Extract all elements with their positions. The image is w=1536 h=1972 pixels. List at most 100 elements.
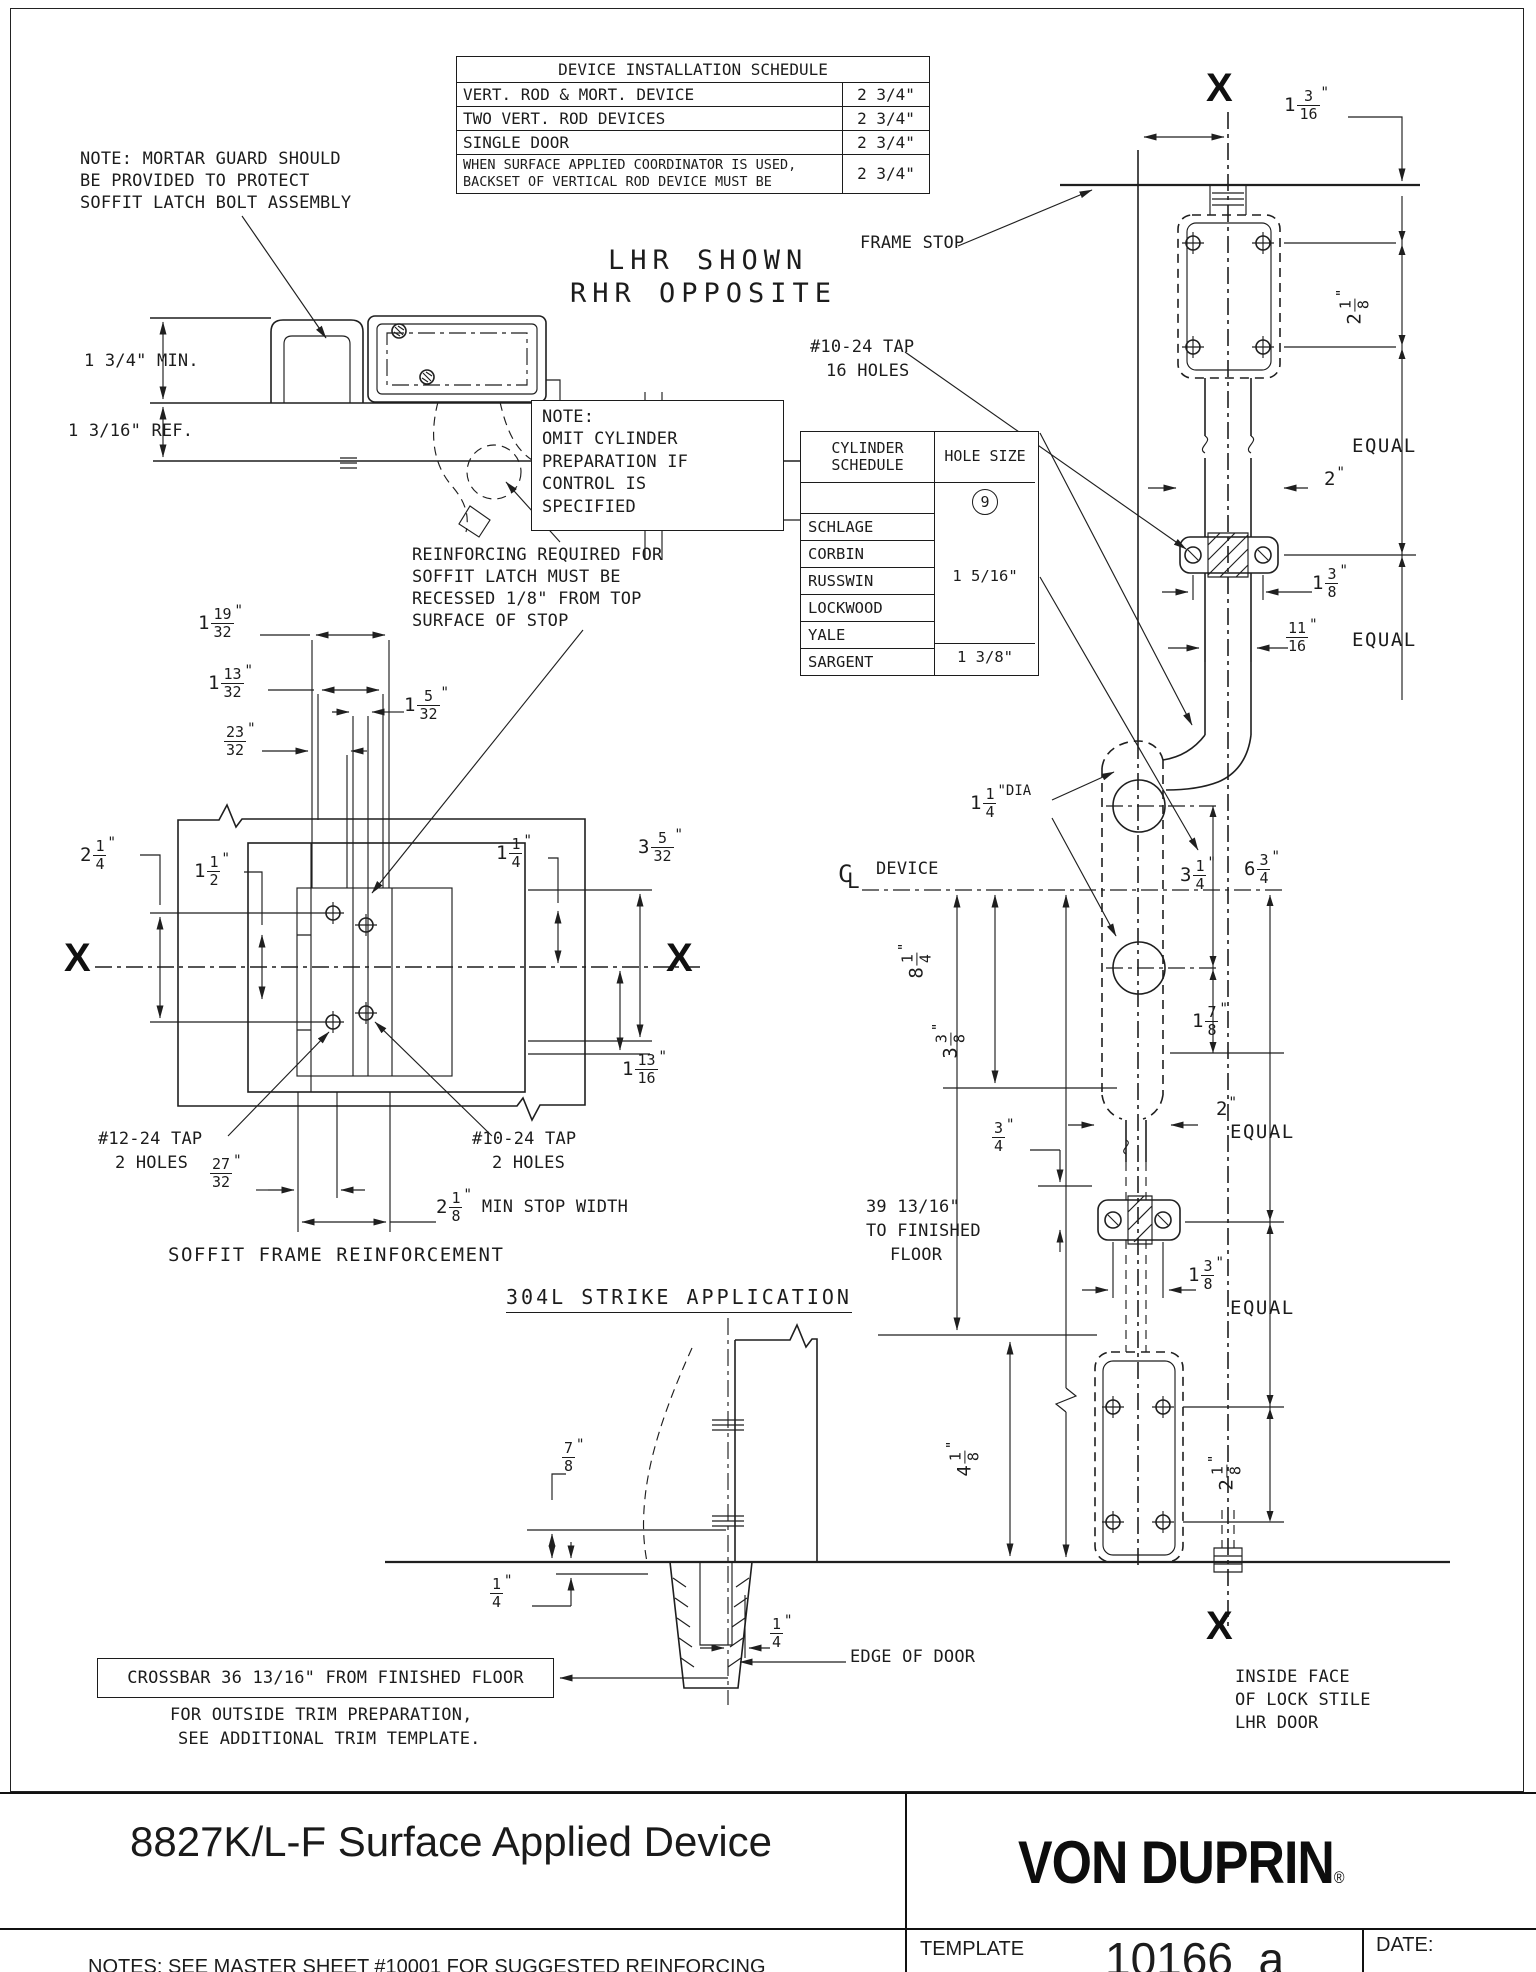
floor-ref-line: FLOOR [890, 1245, 943, 1265]
frame-stop-label: FRAME STOP [860, 233, 965, 253]
inside-face-note-line: LHR DOOR [1235, 1713, 1319, 1733]
schedule-row-label: VERT. ROD & MORT. DEVICE [457, 83, 843, 106]
note-line: CONTROL IS [542, 474, 647, 495]
hole-size-sargent: 1 3/8" [957, 648, 1013, 666]
table-row: LOCKWOOD [801, 595, 934, 622]
title-block [0, 1792, 1536, 1972]
note-line: PREPARATION IF [542, 451, 689, 472]
dim-2in-bottom: 2" [1216, 1095, 1237, 1120]
hole-size-main: 1 5/16" [952, 567, 1018, 585]
reinforcing-note-line: SOFFIT LATCH MUST BE [412, 567, 621, 587]
title-block-divider [1362, 1928, 1364, 1972]
outside-trim-note-line: SEE ADDITIONAL TRIM TEMPLATE. [178, 1729, 481, 1749]
tap12-label-line: #12-24 TAP [98, 1129, 203, 1149]
template-label: TEMPLATE [920, 1938, 1025, 1960]
note-line: NOTE: [542, 407, 595, 427]
install-schedule-title: DEVICE INSTALLATION SCHEDULE [457, 57, 929, 83]
title-block-row [0, 1794, 1536, 1930]
reinforcing-note-line: REINFORCING REQUIRED FOR [412, 545, 663, 565]
device-elevation [862, 112, 1420, 1628]
note-line: OMIT CYLINDER [542, 429, 678, 450]
crossbar-note-box: CROSSBAR 36 13/16" FROM FINISHED FLOOR [97, 1658, 554, 1698]
mortar-note-line: BE PROVIDED TO PROTECT [80, 171, 310, 191]
hole-size-col-header: HOLE SIZE [935, 432, 1035, 483]
template-number: 10166_a [1105, 1933, 1285, 1972]
schedule-row-value: 2 3/4" [857, 164, 915, 184]
dim-1-3-4-min: 1 3/4" MIN. [84, 351, 199, 371]
tap10-label-line: 2 HOLES [492, 1153, 566, 1173]
reinforcing-note-line: RECESSED 1/8" FROM TOP [412, 589, 642, 609]
schedule-row-label: WHEN SURFACE APPLIED COORDINATOR IS USED… [457, 155, 843, 193]
strike-section [385, 1318, 1450, 1705]
equal-label: EQUAL [1352, 629, 1417, 651]
equal-label: EQUAL [1230, 1297, 1295, 1319]
hand-note-line: LHR SHOWN [608, 245, 809, 276]
schedule-row-label: TWO VERT. ROD DEVICES [457, 107, 843, 130]
soffit-view-title: SOFFIT FRAME REINFORCEMENT [168, 1244, 505, 1266]
min-stop-width-label: MIN STOP WIDTH [481, 1197, 629, 1218]
table-row: VERT. ROD & MORT. DEVICE 2 3/4" [457, 83, 929, 107]
omit-cylinder-note-box: NOTE: OMIT CYLINDER PREPARATION IF CONTR… [531, 400, 784, 531]
sheet-border [10, 8, 1524, 1792]
crossbar-note: CROSSBAR 36 13/16" FROM FINISHED FLOOR [127, 1667, 524, 1688]
hole-balloon: 9 [972, 489, 998, 515]
hand-note-line: RHR OPPOSITE [570, 278, 838, 309]
reinforcing-note-line: SURFACE OF STOP [412, 611, 569, 631]
von-duprin-logo: VON DUPRIN® [1018, 1828, 1344, 1897]
x-mark-plan-left: X [64, 936, 91, 980]
table-row: WHEN SURFACE APPLIED COORDINATOR IS USED… [457, 155, 929, 193]
table-row: CORBIN [801, 541, 934, 568]
table-row: SARGENT [808, 653, 874, 671]
table-row: SCHLAGE [801, 514, 934, 541]
master-sheet-note: NOTES: SEE MASTER SHEET #10001 FOR SUGGE… [88, 1956, 766, 1972]
centerline-c: C [838, 860, 853, 888]
install-schedule-table: DEVICE INSTALLATION SCHEDULE VERT. ROD &… [456, 56, 930, 194]
x-mark-plan-right: X [666, 936, 693, 980]
mortar-note-line: SOFFIT LATCH BOLT ASSEMBLY [80, 193, 352, 213]
strike-view-title: 304L STRIKE APPLICATION [506, 1284, 852, 1314]
schedule-row-value: 2 3/4" [857, 133, 915, 152]
tap16-label-line: #10-24 TAP [810, 337, 915, 357]
floor-ref-line: 39 13/16" [866, 1197, 960, 1217]
date-label: DATE: [1376, 1934, 1434, 1956]
edge-of-door-label: EDGE OF DOOR [850, 1647, 976, 1667]
dim-2in-top: 2" [1324, 465, 1345, 490]
brand-text: VON DUPRIN [1018, 1829, 1335, 1897]
outside-trim-note-line: FOR OUTSIDE TRIM PREPARATION, [170, 1705, 473, 1725]
cylinder-schedule-table: CYLINDER SCHEDULE SCHLAGE CORBIN RUSSWIN… [800, 431, 1039, 676]
table-row: TWO VERT. ROD DEVICES 2 3/4" [457, 107, 929, 131]
centerline-symbol: C L [838, 860, 872, 904]
registered-mark: ® [1333, 1868, 1345, 1888]
centerline-l: L [847, 869, 860, 893]
inside-face-note-line: OF LOCK STILE [1235, 1690, 1371, 1710]
dim-1-3-16-ref: 1 3/16" REF. [68, 421, 194, 441]
schedule-row-label: SINGLE DOOR [457, 131, 843, 154]
cylinder-col-header: CYLINDER SCHEDULE [801, 432, 934, 483]
